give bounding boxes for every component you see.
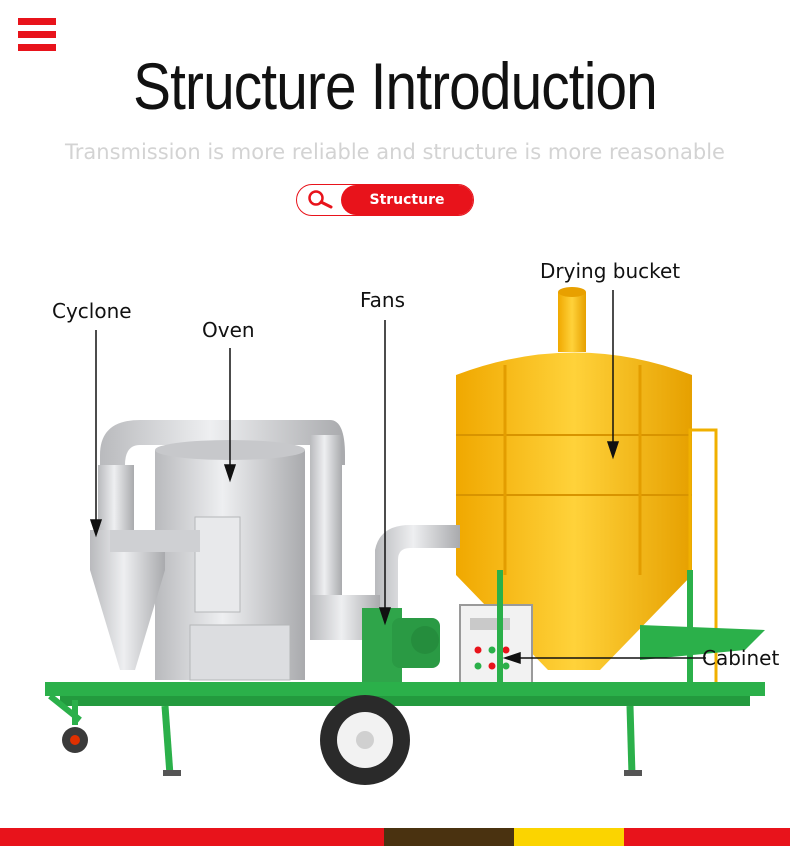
menu-icon[interactable] <box>18 18 56 58</box>
badge-label: Structure Design <box>341 185 473 215</box>
footer-color-bar <box>0 828 790 846</box>
wheel <box>320 695 410 785</box>
label-cabinet: Cabinet <box>702 646 780 670</box>
search-icon <box>308 190 333 209</box>
label-fans: Fans <box>360 288 406 312</box>
structure-design-badge[interactable]: Structure Design <box>296 184 474 216</box>
label-cyclone: Cyclone <box>52 299 132 323</box>
footer-bar-brown <box>384 828 514 846</box>
footer-bar-red-right <box>624 828 790 846</box>
cabinet <box>459 604 533 691</box>
page-title: Structure Introduction <box>133 49 658 123</box>
label-drying-bucket: Drying bucket <box>540 259 681 283</box>
trailer-frame <box>45 570 765 776</box>
callout-lines <box>89 290 706 665</box>
footer-bar-red <box>0 828 384 846</box>
footer-bar-yellow <box>514 828 624 846</box>
grain-dryer-illustration <box>45 287 765 785</box>
label-oven: Oven <box>202 318 255 342</box>
fans <box>362 608 440 686</box>
caster-wheel <box>62 700 88 753</box>
page-subtitle: Transmission is more reliable and struct… <box>65 140 725 164</box>
oven <box>100 420 345 681</box>
cyclone <box>90 465 200 670</box>
